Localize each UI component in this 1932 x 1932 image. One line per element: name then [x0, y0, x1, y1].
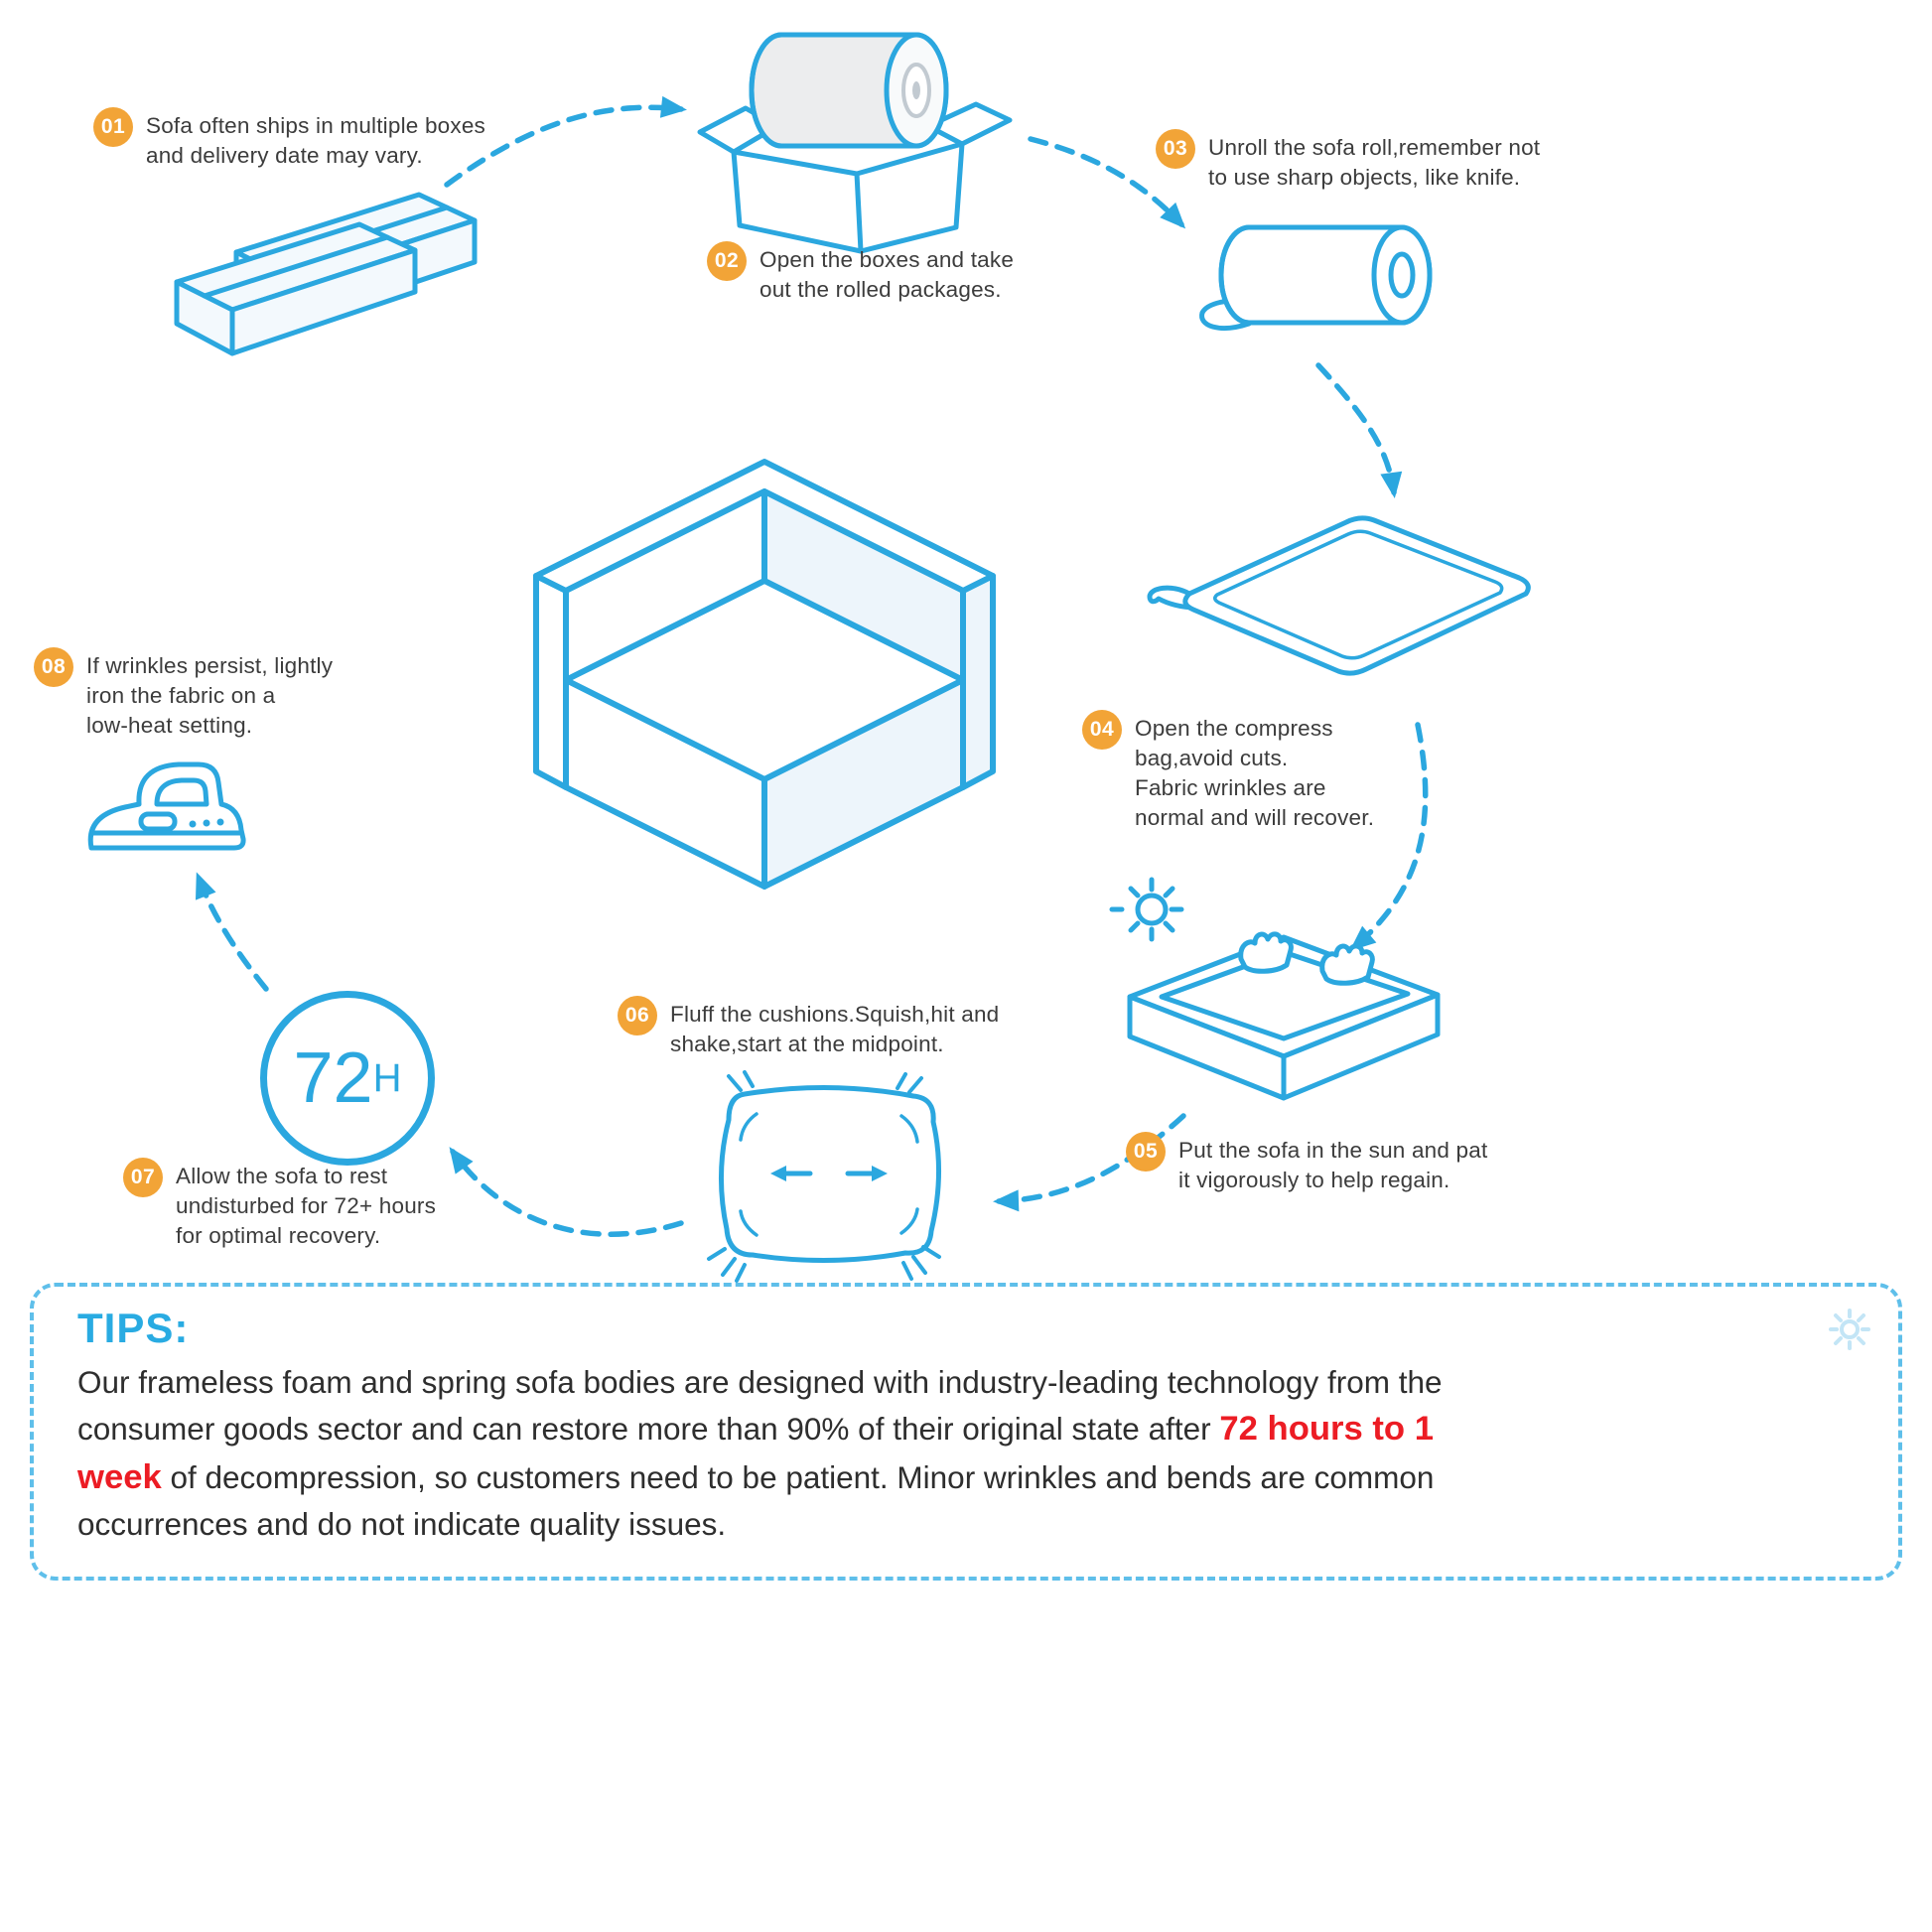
open-box-with-roll-icon — [697, 32, 1013, 254]
step-01: 01 Sofa often ships in multiple boxes an… — [93, 107, 510, 171]
tips-sun-icon — [1829, 1309, 1870, 1350]
step-03-text: Unroll the sofa roll,remember not to use… — [1208, 135, 1541, 191]
arrow-step7-to-step8 — [196, 872, 269, 992]
step-02-text: Open the boxes and take out the rolled p… — [759, 247, 1015, 303]
arrow-step6-to-step7 — [449, 1147, 684, 1237]
tips-body: Our frameless foam and spring sofa bodie… — [77, 1360, 1467, 1547]
step-04: 04 Open the compress bag,avoid cuts. Fab… — [1082, 710, 1410, 834]
sofa-roll-icon — [1199, 224, 1433, 331]
step-03-badge: 03 — [1156, 129, 1195, 169]
tips-heading: TIPS: — [77, 1305, 190, 1351]
pillow-icon — [707, 1070, 942, 1283]
arrow-step3-to-step4 — [1315, 362, 1403, 498]
compress-bag-icon — [1147, 515, 1531, 676]
step-02-badge: 02 — [707, 241, 747, 281]
patting-hands-icon — [1319, 943, 1375, 986]
tips-highlight: 72 hours to 1 week — [77, 1409, 1434, 1496]
step-06: 06 Fluff the cushions.Squish,hit and sha… — [618, 996, 1044, 1059]
step-01-text: Sofa often ships in multiple boxes and d… — [146, 113, 485, 169]
patting-hands-icon — [1238, 931, 1294, 974]
iron-icon — [87, 761, 246, 851]
step-06-text: Fluff the cushions.Squish,hit and shake,… — [670, 1002, 1000, 1057]
shipping-boxes-icon — [174, 192, 478, 356]
sun-icon — [1109, 877, 1184, 942]
72h-unit: H — [372, 1055, 402, 1100]
step-07: 07 Allow the sofa to rest undisturbed fo… — [123, 1158, 481, 1251]
step-03: 03 Unroll the sofa roll,remember not to … — [1156, 129, 1553, 193]
step-05-badge: 05 — [1126, 1132, 1166, 1172]
tips-box: TIPS: Our frameless foam and spring sofa… — [30, 1283, 1902, 1581]
72h-badge: 72 H — [260, 991, 435, 1166]
72h-hours: 72 — [293, 1038, 373, 1118]
step-08-text: If wrinkles persist, lightly iron the fa… — [86, 653, 334, 739]
step-05-text: Put the sofa in the sun and pat it vigor… — [1178, 1138, 1488, 1193]
fluff-arrows-icon — [770, 1166, 888, 1181]
step-01-badge: 01 — [93, 107, 133, 147]
step-04-badge: 04 — [1082, 710, 1122, 750]
step-07-text: Allow the sofa to rest undisturbed for 7… — [176, 1164, 437, 1249]
step-08-badge: 08 — [34, 647, 73, 687]
sofa-in-sun-icon — [1109, 877, 1441, 1101]
tips-body-before: Our frameless foam and spring sofa bodie… — [77, 1364, 1443, 1447]
tips-body-after: of decompression, so customers need to b… — [77, 1458, 1435, 1543]
step-06-badge: 06 — [618, 996, 657, 1035]
step-08: 08 If wrinkles persist, lightly iron the… — [34, 647, 361, 741]
step-02: 02 Open the boxes and take out the rolle… — [707, 241, 1035, 305]
step-05: 05 Put the sofa in the sun and pat it vi… — [1126, 1132, 1543, 1195]
corner-sofa-icon — [533, 459, 996, 890]
step-04-text: Open the compress bag,avoid cuts. Fabric… — [1135, 716, 1375, 831]
step-07-badge: 07 — [123, 1158, 163, 1197]
